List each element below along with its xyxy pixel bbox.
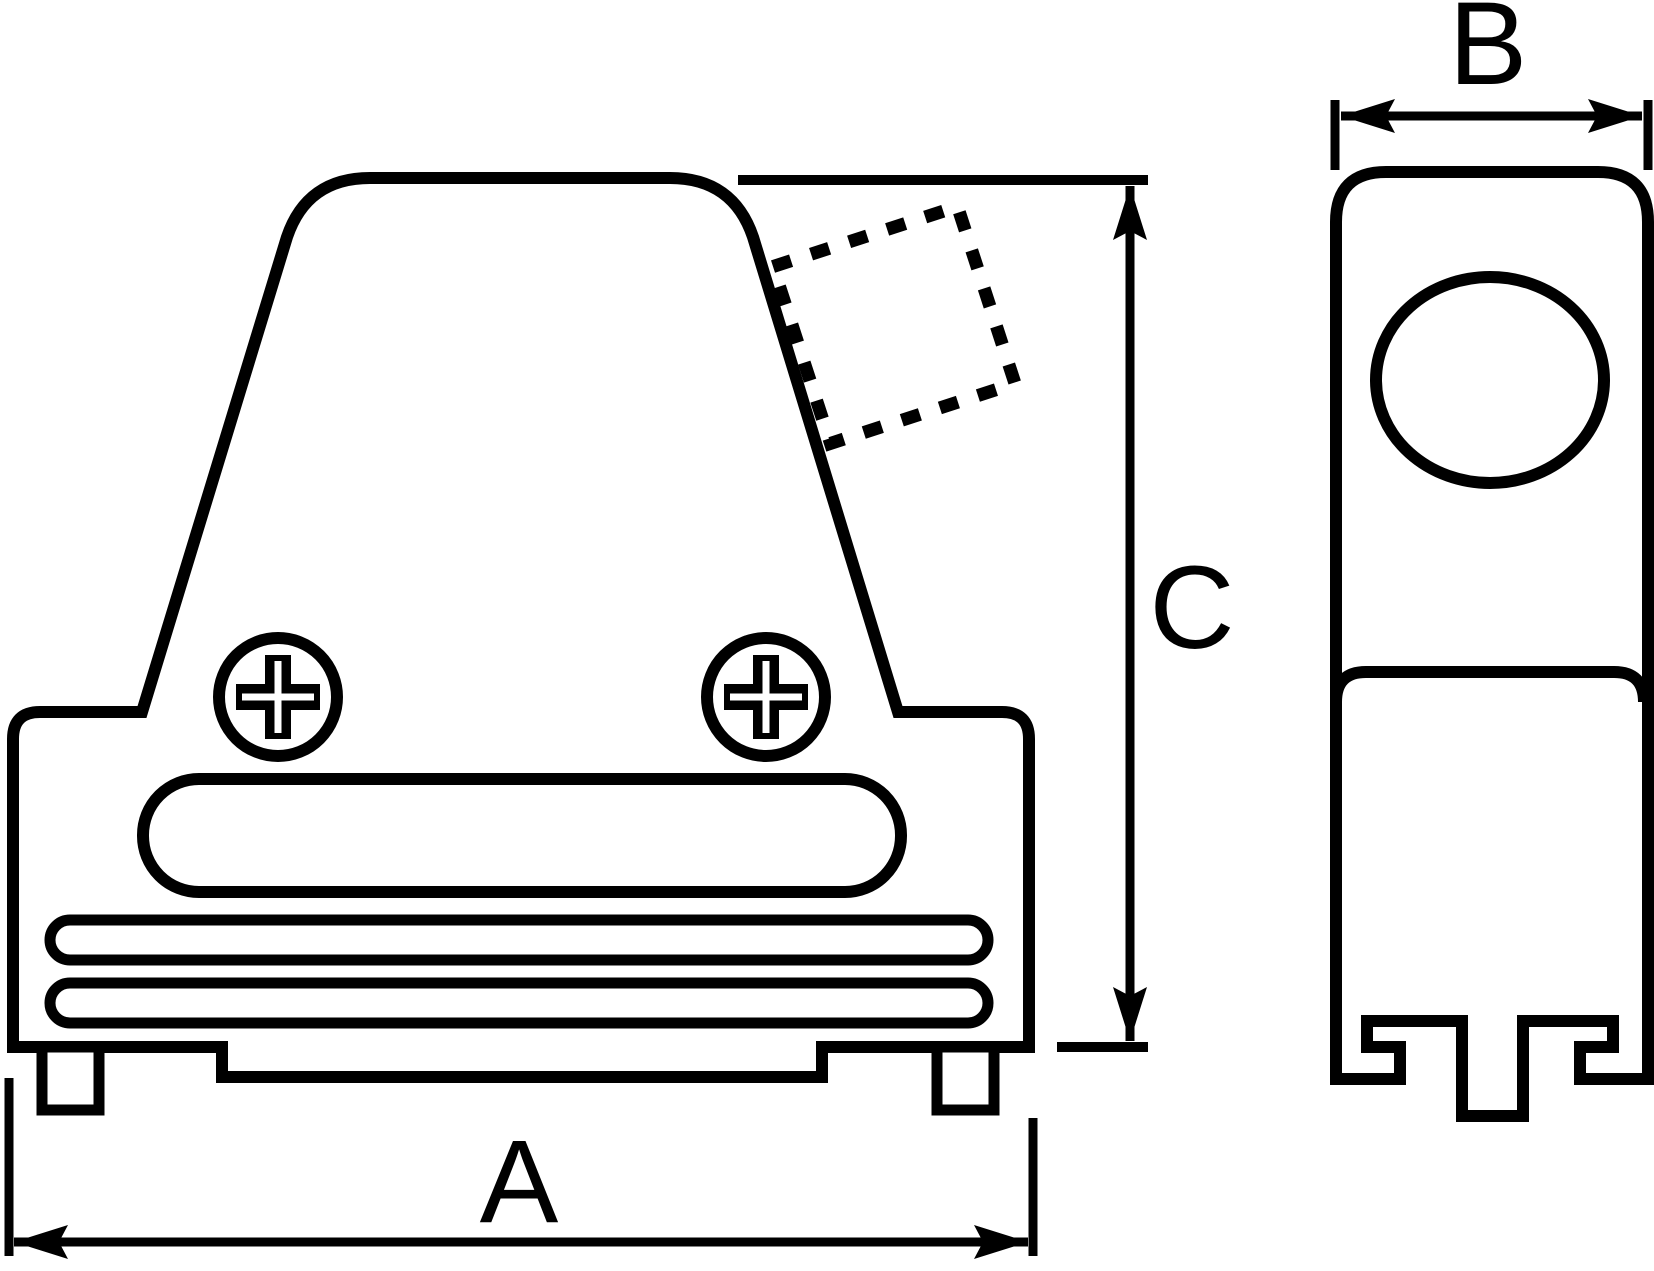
front-view-right-foot bbox=[931, 1041, 1000, 1116]
grip-groove-lower bbox=[44, 977, 994, 1029]
side-view-outline bbox=[1330, 166, 1654, 1122]
grip-groove-upper bbox=[44, 914, 994, 966]
screw-slot-lines bbox=[730, 661, 802, 733]
dim-a-arrow-right-icon bbox=[974, 1225, 1028, 1259]
front-view bbox=[7, 172, 1035, 1116]
dimension-b: B bbox=[1330, 0, 1653, 170]
dim-a-label: A bbox=[480, 1116, 559, 1248]
screw-slot-lines bbox=[242, 661, 314, 733]
side-view bbox=[1330, 166, 1654, 1122]
front-view-outline bbox=[7, 172, 1035, 1083]
phillips-screw-left-icon bbox=[213, 632, 343, 762]
dim-c-arrow-bottom-icon bbox=[1113, 987, 1147, 1041]
dim-a-arrow-left-icon bbox=[14, 1225, 68, 1259]
connector-recess-slot bbox=[137, 773, 907, 898]
dimension-a: A bbox=[4, 1078, 1038, 1259]
screw-head-circle bbox=[213, 632, 343, 762]
dim-b-label: B bbox=[1449, 0, 1528, 110]
dim-c-arrow-top-icon bbox=[1113, 186, 1147, 240]
front-view-left-foot bbox=[36, 1041, 105, 1116]
cable-hole-ellipse bbox=[1370, 271, 1610, 489]
dim-c-label: C bbox=[1149, 542, 1234, 674]
phillips-screw-right-icon bbox=[701, 632, 831, 762]
cable-outlet-dashed-outline bbox=[764, 198, 1024, 452]
dimension-c: C bbox=[738, 175, 1235, 1052]
dim-b-arrow-left-icon bbox=[1341, 99, 1395, 133]
side-view-junction-line bbox=[1330, 666, 1650, 703]
screw-head-circle bbox=[701, 632, 831, 762]
dim-b-arrow-right-icon bbox=[1588, 99, 1642, 133]
